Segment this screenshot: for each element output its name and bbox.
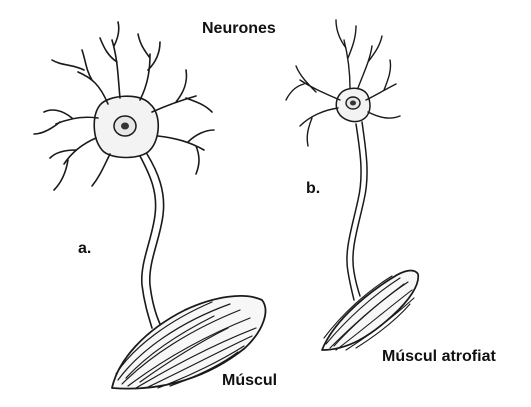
neuron-a [34, 22, 214, 328]
label-muscle-atrophied: Múscul atrofiat [382, 348, 496, 366]
neuron-b-dendrites [286, 20, 400, 146]
neuron-b [286, 20, 400, 300]
label-neuron-a: a. [78, 240, 91, 258]
diagram-title: Neurones [202, 20, 276, 38]
muscle-atrophied [322, 271, 418, 350]
label-neuron-b: b. [306, 180, 320, 198]
label-muscle-normal: Múscul [222, 372, 277, 390]
